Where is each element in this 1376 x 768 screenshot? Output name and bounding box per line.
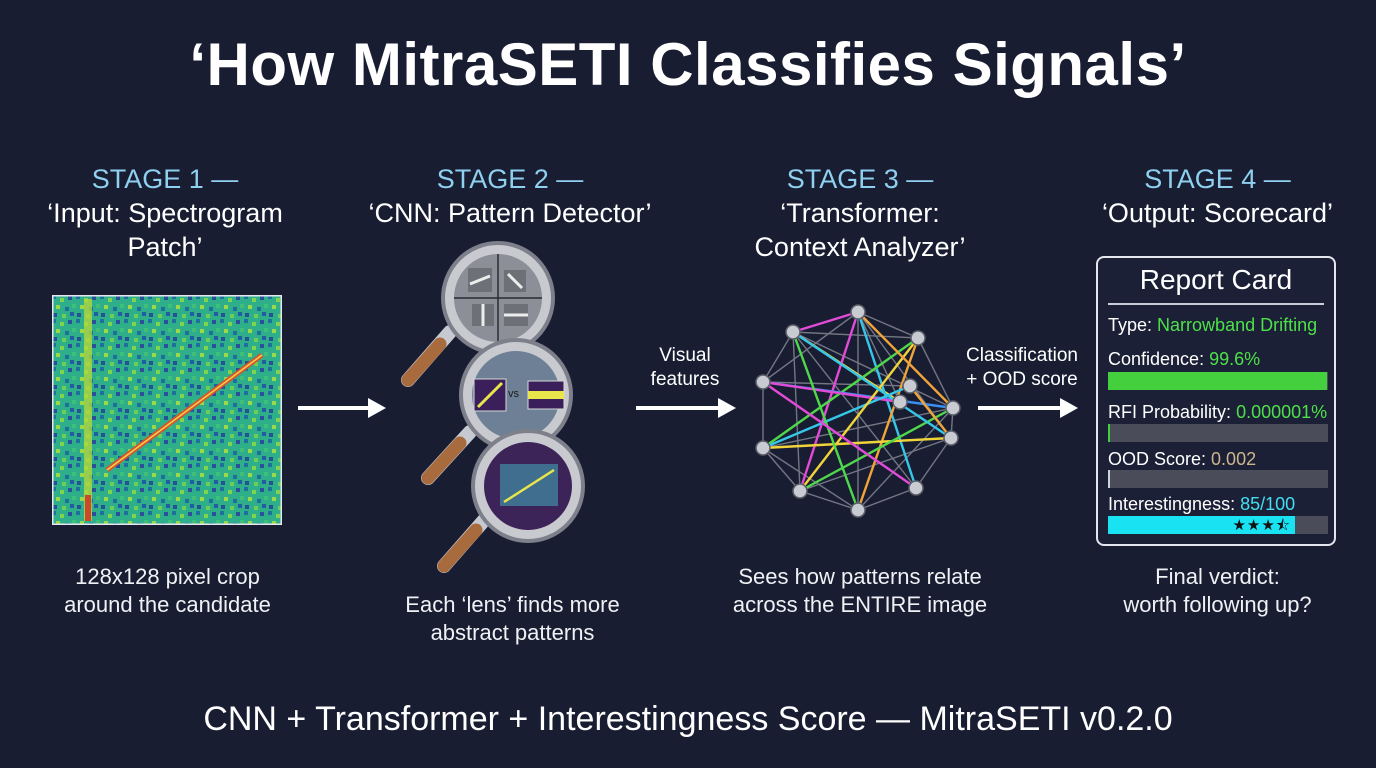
stage-4-number: STAGE 4 —	[1144, 164, 1291, 194]
stage-2-caption-line-2: abstract patterns	[430, 620, 595, 645]
stage-2-heading: STAGE 2 — ‘CNN: Pattern Detector’	[350, 162, 670, 230]
stage-4-caption: Final verdict: worth following up?	[1090, 563, 1345, 619]
arrow-2-label: Visual features	[630, 344, 740, 392]
stage-1-number: STAGE 1 —	[91, 164, 239, 194]
transformer-attention-graph	[755, 304, 961, 518]
vs-label: vs	[508, 388, 519, 400]
arrow-2-label-line-1: Visual	[659, 345, 711, 366]
stage-3-heading: STAGE 3 — ‘Transformer: Context Analyzer…	[720, 162, 1000, 264]
arrow-2-icon	[636, 398, 736, 418]
arrow-2-label-line-2: features	[650, 369, 720, 390]
arrow-3-label-line-2: + OOD score	[966, 369, 1078, 390]
stage-4-caption-line-1: Final verdict:	[1155, 564, 1280, 589]
stage-4-name-line-1: ‘Output: Scorecard’	[1101, 198, 1334, 228]
rfi-value: 0.000001%	[1236, 402, 1328, 422]
stage-3-caption: Sees how patterns relate across the ENTI…	[710, 563, 1010, 619]
interestingness-bar: ★★★⯪	[1108, 516, 1328, 534]
stage-1-name-line-2: Patch’	[127, 232, 203, 262]
confidence-row: Confidence: 99.6%	[1108, 349, 1260, 370]
confidence-bar	[1108, 372, 1328, 390]
type-row: Type: Narrowband Drifting	[1108, 315, 1317, 336]
rfi-bar	[1108, 424, 1328, 442]
stage-3-name-line-2: Context Analyzer’	[754, 232, 966, 262]
arrow-3-label: Classification + OOD score	[955, 344, 1089, 392]
stage-4-caption-line-2: worth following up?	[1123, 592, 1312, 617]
stage-2-name-line-1: ‘CNN: Pattern Detector’	[368, 198, 652, 228]
confidence-value: 99.6%	[1209, 349, 1261, 369]
rfi-bar-fill	[1108, 424, 1111, 442]
ood-bar	[1108, 470, 1328, 488]
stage-3-name-line-1: ‘Transformer:	[780, 198, 940, 228]
type-label: Type:	[1108, 315, 1153, 335]
stage-2-caption-line-1: Each ‘lens’ finds more	[405, 592, 620, 617]
footer-tagline: CNN + Transformer + Interestingness Scor…	[203, 700, 1173, 738]
spectrogram-patch-image	[52, 295, 282, 525]
confidence-bar-fill	[1108, 372, 1328, 390]
rfi-row: RFI Probability: 0.000001%	[1108, 402, 1327, 423]
interestingness-label: Interestingness:	[1108, 494, 1236, 514]
star-rating-icon: ★★★⯪	[1232, 517, 1291, 534]
interestingness-row: Interestingness: 85/100	[1108, 494, 1295, 515]
report-card-title: Report Card	[1139, 264, 1293, 295]
stage-1-caption-line-2: around the candidate	[64, 592, 271, 617]
ood-label: OOD Score:	[1108, 449, 1207, 469]
report-card-divider	[1108, 303, 1324, 305]
confidence-label: Confidence:	[1108, 349, 1205, 369]
arrow-3-icon	[978, 398, 1078, 418]
stage-1-name-line-1: ‘Input: Spectrogram	[47, 198, 283, 228]
stage-3-caption-line-1: Sees how patterns relate	[738, 564, 982, 589]
page-title: ‘How MitraSETI Classifies Signals’	[189, 31, 1187, 98]
arrow-3-label-line-1: Classification	[966, 345, 1078, 366]
stage-2-number: STAGE 2 —	[436, 164, 584, 194]
type-value: Narrowband Drifting	[1157, 315, 1318, 335]
ood-value: 0.002	[1211, 449, 1257, 469]
stage-4-heading: STAGE 4 — ‘Output: Scorecard’	[1075, 162, 1360, 230]
stage-3-caption-line-2: across the ENTIRE image	[732, 592, 988, 617]
interestingness-bar-fill: ★★★⯪	[1108, 516, 1295, 534]
cnn-lenses-illustration	[401, 241, 585, 573]
stage-3-number: STAGE 3 —	[786, 164, 934, 194]
stage-1-caption: 128x128 pixel crop around the candidate	[30, 563, 305, 619]
interestingness-value: 85/100	[1240, 494, 1296, 514]
stage-2-caption: Each ‘lens’ finds more abstract patterns	[370, 591, 655, 647]
ood-row: OOD Score: 0.002	[1108, 449, 1256, 470]
arrow-1-icon	[298, 398, 386, 418]
ood-bar-fill	[1108, 470, 1111, 488]
stage-1-heading: STAGE 1 — ‘Input: Spectrogram Patch’	[30, 162, 300, 264]
report-card: Report Card Type: Narrowband Drifting Co…	[1096, 256, 1336, 546]
rfi-label: RFI Probability:	[1108, 402, 1232, 422]
stage-1-caption-line-1: 128x128 pixel crop	[75, 564, 260, 589]
